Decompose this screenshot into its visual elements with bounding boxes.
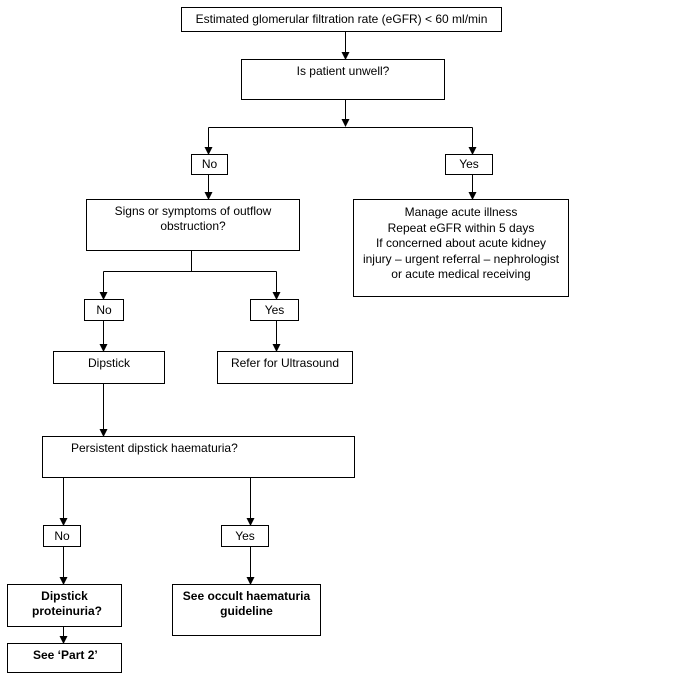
occult-guideline-box: See occult haematuria guideline [172,584,321,636]
unwell-question-label: Is patient unwell? [296,64,390,78]
part2-label: See ‘Part 2’ [33,648,98,662]
outflow-question-box: Signs or symptoms of outflow obstruction… [86,199,300,251]
yes-label-unwell: Yes [459,157,479,171]
dipstick-label: Dipstick [87,356,130,370]
yes-box-unwell: Yes [445,154,493,175]
acute-illness-box: Manage acute illness Repeat eGFR within … [353,199,569,297]
no-label-outflow: No [96,302,112,317]
yes-box-haematuria: Yes [221,525,269,547]
no-box-haematuria: No [43,525,81,547]
outflow-question-label: Signs or symptoms of outflow obstruction… [114,204,272,233]
proteinuria-box: Dipstick proteinuria? [7,584,122,627]
yes-box-outflow: Yes [250,299,299,321]
no-box-outflow: No [84,299,124,321]
egfr-label: Estimated glomerular filtration rate (eG… [195,12,488,26]
acute-line-4: injury – urgent referral – nephrologist [362,251,560,266]
no-label-unwell: No [201,157,218,171]
haematuria-question-label: Persistent dipstick haematuria? [71,441,238,455]
occult-guideline-label: See occult haematuria guideline [182,589,311,618]
no-label-haematuria: No [54,528,70,543]
acute-line-1: Manage acute illness [404,205,518,219]
yes-label-outflow: Yes [264,302,285,317]
ultrasound-label: Refer for Ultrasound [230,356,340,370]
unwell-question-box: Is patient unwell? [241,59,445,100]
acute-line-5: or acute medical receiving [391,267,531,282]
proteinuria-label: Dipstick proteinuria? [32,589,103,618]
no-box-unwell: No [191,154,228,175]
ultrasound-box: Refer for Ultrasound [217,351,353,384]
acute-line-2: Repeat eGFR within 5 days [387,220,535,235]
part2-box: See ‘Part 2’ [7,643,122,673]
dipstick-box: Dipstick [53,351,165,384]
haematuria-question-box: Persistent dipstick haematuria? [42,436,355,478]
acute-line-3: If concerned about acute kidney [375,236,547,251]
egfr-box: Estimated glomerular filtration rate (eG… [181,7,502,32]
yes-label-haematuria: Yes [235,528,255,543]
